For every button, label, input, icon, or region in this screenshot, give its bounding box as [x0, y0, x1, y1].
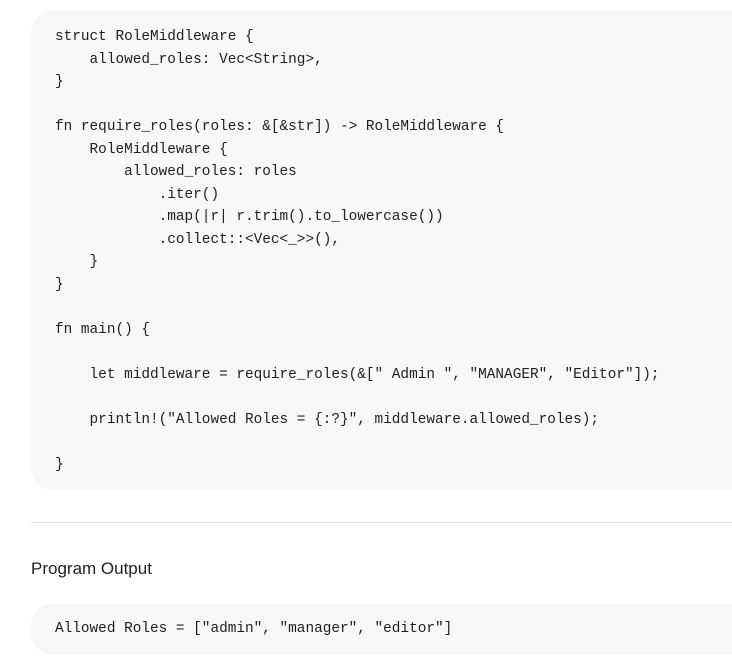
code-line: } [55, 456, 64, 473]
code-line [55, 341, 732, 364]
code-line: RoleMiddleware { [55, 141, 228, 158]
output-text: Allowed Roles = ["admin", "manager", "ed… [55, 621, 453, 637]
code-line: } [55, 276, 64, 293]
divider [31, 522, 732, 523]
code-line: fn require_roles(roles: &[&str]) -> Role… [55, 119, 505, 135]
code-line [55, 431, 732, 454]
code-line: struct RoleMiddleware { [55, 29, 254, 45]
code-line: } [55, 254, 99, 270]
output-title: Program Output [31, 559, 152, 578]
code-line [55, 296, 732, 319]
code-line: allowed_roles: roles [55, 164, 297, 180]
code-line: allowed_roles: Vec<String>, [55, 51, 323, 68]
code-line [55, 94, 732, 117]
output-block: Allowed Roles = ["admin", "manager", "ed… [31, 604, 732, 655]
code-line [55, 386, 732, 409]
code-block: struct RoleMiddleware { allowed_roles: V… [31, 11, 732, 490]
code-line: fn main() { [55, 321, 150, 338]
code-line: } [55, 74, 64, 90]
code-line: .map(|r| r.trim().to_lowercase()) [55, 209, 444, 225]
code-line: let middleware = require_roles(&[" Admin… [55, 366, 660, 383]
code-line: .iter() [55, 186, 220, 203]
code-line: .collect::<Vec<_>>(), [55, 231, 340, 248]
code-line: println!("Allowed Roles = {:?}", middlew… [55, 411, 600, 428]
